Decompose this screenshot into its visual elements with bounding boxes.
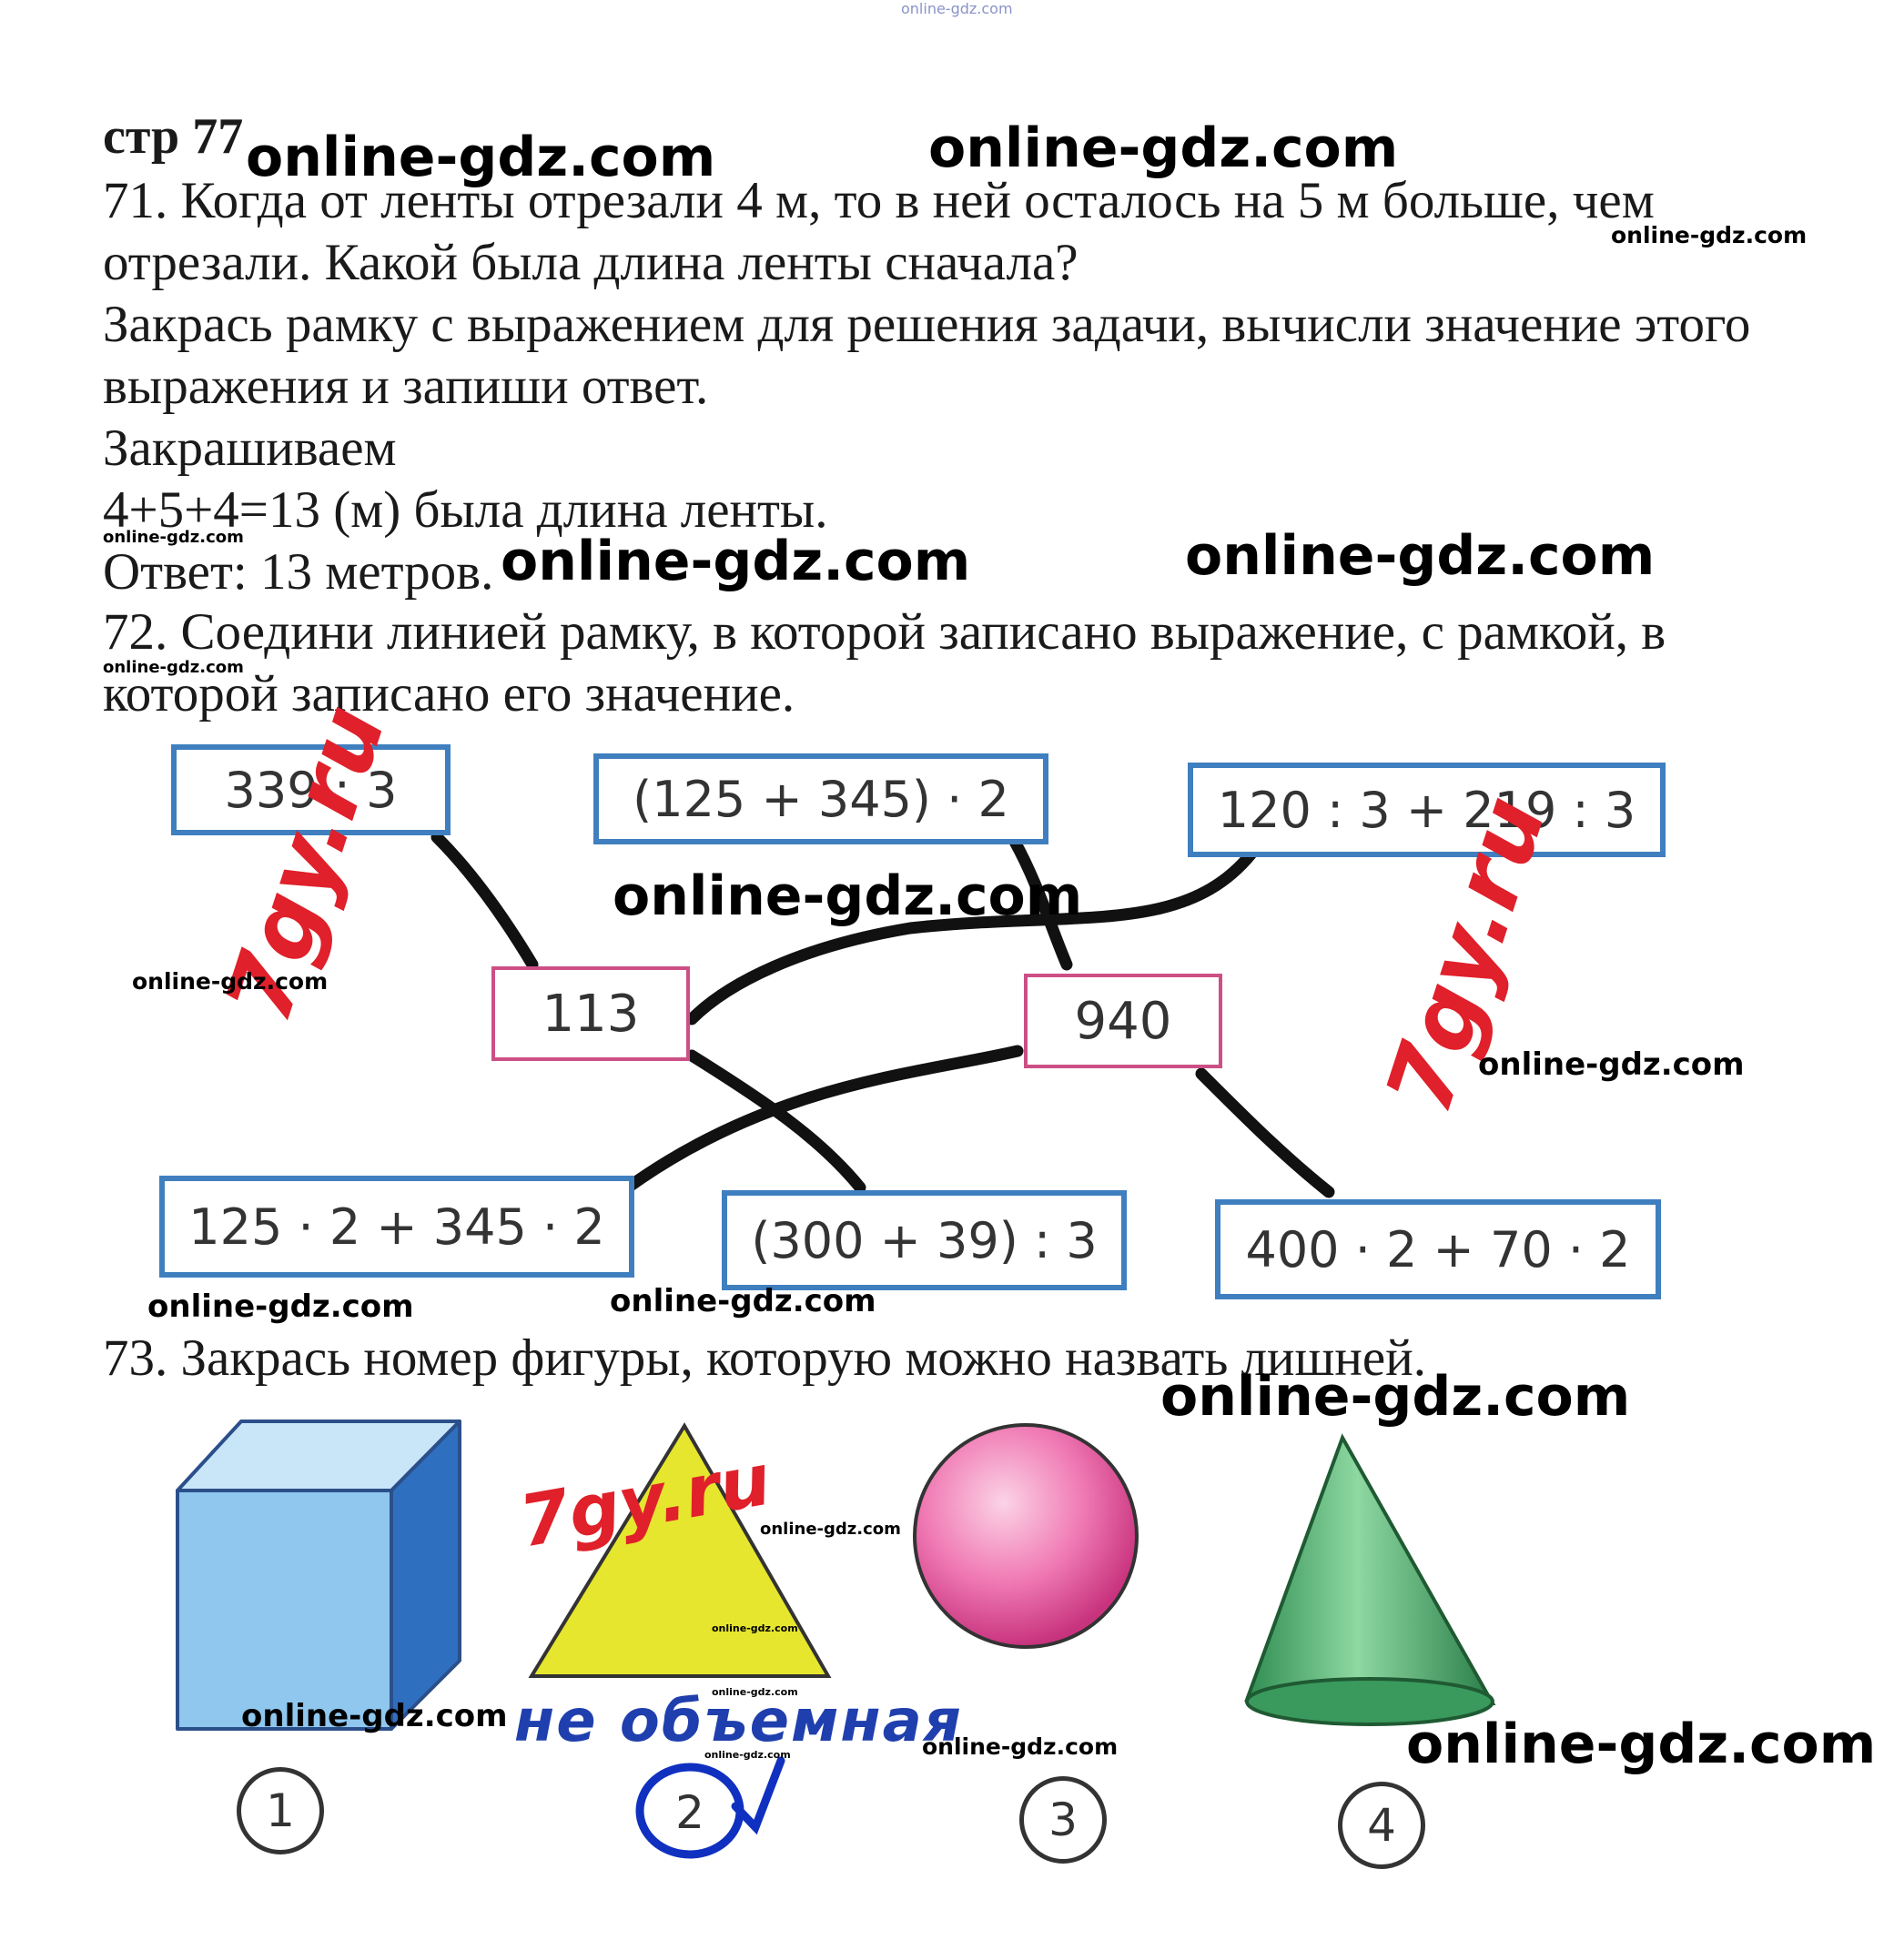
shape-number-1[interactable]: 1 [237, 1767, 324, 1854]
cone-icon [1244, 1433, 1496, 1726]
watermark: online-gdz.com [712, 1686, 798, 1698]
connector-125x-940 [1008, 835, 1073, 971]
expression-box-6[interactable]: 400 · 2 + 70 · 2 [1215, 1199, 1661, 1299]
watermark: online-gdz.com [760, 1520, 901, 1539]
expression-box-2[interactable]: (125 + 345) · 2 [593, 753, 1048, 844]
sphere-icon [913, 1423, 1139, 1649]
connector-120-113 [685, 847, 1258, 1026]
header-watermark: online-gdz.com [901, 0, 1013, 17]
task72-line1: 72. Соедини линией рамку, в которой запи… [103, 603, 1666, 661]
connector-339-113 [430, 831, 539, 971]
expression-box-4[interactable]: 125 · 2 + 345 · 2 [159, 1176, 634, 1278]
watermark: online-gdz.com [712, 1622, 798, 1634]
expression-box-1[interactable]: 339 : 3 [171, 744, 451, 835]
task71-line1: 71. Когда от ленты отрезали 4 м, то в не… [103, 172, 1655, 229]
watermark: online-gdz.com [246, 126, 716, 189]
watermark: online-gdz.com [610, 1283, 876, 1319]
watermark: online-gdz.com [132, 968, 329, 995]
task71-line3: Закрась рамку с выражением для решения з… [103, 296, 1751, 353]
expression-box-3[interactable]: 120 : 3 + 219 : 3 [1188, 763, 1666, 857]
task73-line1: 73. Закрась номер фигуры, которую можно … [103, 1329, 1426, 1387]
task71-line4: выражения и запиши ответ. [103, 358, 709, 415]
watermark: online-gdz.com [928, 116, 1399, 180]
check-mark-icon [731, 1756, 785, 1835]
value-box-113[interactable]: 113 [491, 966, 690, 1061]
watermark: online-gdz.com [704, 1749, 791, 1761]
watermark: online-gdz.com [1611, 222, 1808, 248]
task71-line6: 4+5+4=13 (м) была длина ленты. [103, 481, 828, 539]
watermark: online-gdz.com [1478, 1046, 1745, 1083]
page-title: стр 77 [103, 108, 244, 165]
watermark: online-gdz.com [501, 530, 971, 593]
cube-icon [176, 1420, 461, 1731]
watermark: online-gdz.com [1406, 1713, 1877, 1776]
watermark: online-gdz.com [241, 1698, 508, 1734]
task71-answer: Ответ: 13 метров. [103, 543, 494, 601]
task72-line2: которой записано его значение. [103, 665, 795, 722]
watermark: online-gdz.com [103, 528, 244, 547]
triangle-icon [528, 1422, 832, 1678]
watermark: online-gdz.com [922, 1733, 1119, 1760]
annotation-handwritten: не объемная [514, 1688, 963, 1755]
watermark: online-gdz.com [613, 864, 1083, 928]
expression-box-5[interactable]: (300 + 39) : 3 [722, 1190, 1127, 1290]
task71-line2: отрезали. Какой была длина ленты сначала… [103, 234, 1079, 291]
connector-113-300 [685, 1049, 866, 1194]
shape-number-4[interactable]: 4 [1338, 1782, 1425, 1869]
shape-number-3[interactable]: 3 [1019, 1776, 1107, 1864]
task71-line5: Закрашиваем [103, 419, 397, 477]
connector-125s-940 [622, 1045, 1024, 1194]
watermark: online-gdz.com [1160, 1365, 1631, 1429]
watermark: online-gdz.com [1185, 524, 1656, 588]
shape-number-2[interactable]: 2 [675, 1786, 704, 1839]
value-box-940[interactable]: 940 [1024, 974, 1222, 1068]
watermark: online-gdz.com [103, 658, 244, 677]
connector-940-400 [1195, 1067, 1335, 1198]
watermark: online-gdz.com [147, 1288, 414, 1325]
